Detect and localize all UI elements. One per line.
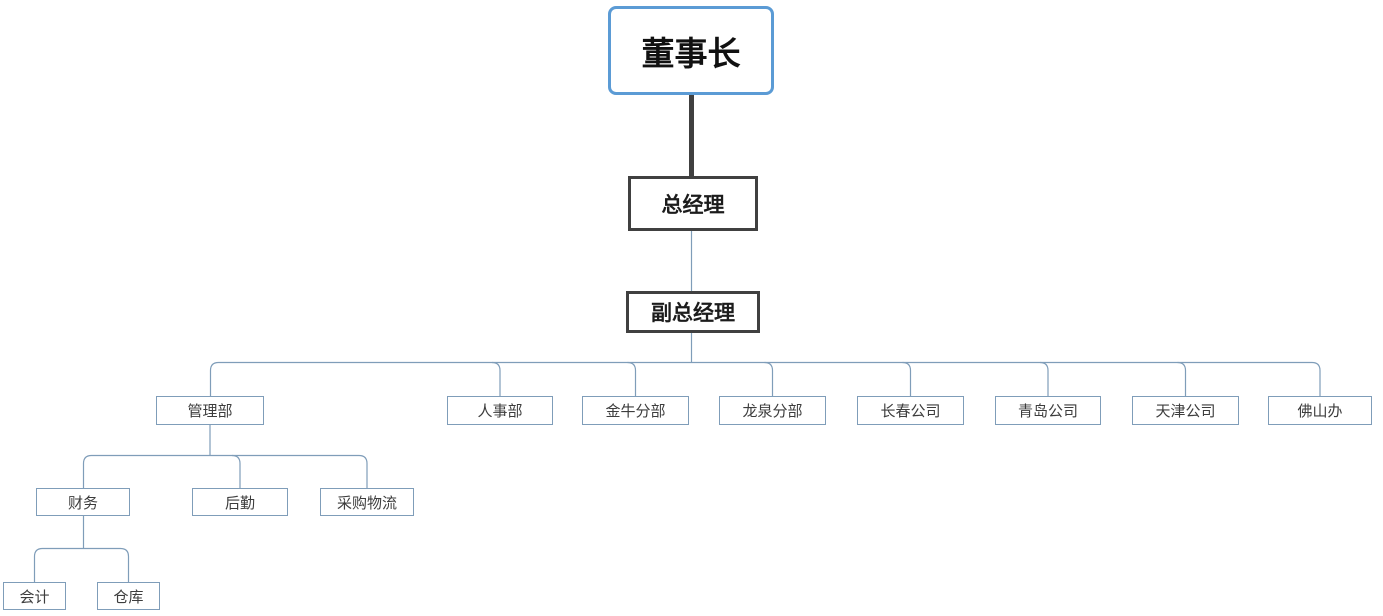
node-longquan-branch[interactable]: 龙泉分部	[719, 396, 826, 425]
node-management-dept[interactable]: 管理部	[156, 396, 264, 425]
node-changchun-company[interactable]: 长春公司	[857, 396, 964, 425]
connector-drop-changchun	[902, 361, 912, 396]
connector-drop-qingdao	[1039, 361, 1049, 396]
node-warehouse[interactable]: 仓库	[97, 582, 160, 610]
node-qingdao-company[interactable]: 青岛公司	[995, 396, 1101, 425]
node-foshan-office[interactable]: 佛山办	[1268, 396, 1372, 425]
node-chairman[interactable]: 董事长	[608, 6, 774, 95]
node-deputy-general-manager[interactable]: 副总经理	[626, 291, 760, 333]
connector-drop-tianjin	[1177, 361, 1187, 396]
node-finance[interactable]: 财务	[36, 488, 130, 516]
node-jinniu-branch[interactable]: 金牛分部	[582, 396, 689, 425]
node-tianjin-company[interactable]: 天津公司	[1132, 396, 1239, 425]
node-logistics[interactable]: 后勤	[192, 488, 288, 516]
connector-drop-jinniu	[627, 361, 637, 396]
node-hr-dept[interactable]: 人事部	[447, 396, 553, 425]
connector-bus-level4	[82, 454, 368, 488]
connector-drop-logistics	[231, 454, 241, 488]
connector-drop-longquan	[764, 361, 774, 396]
connector-drop-hr	[491, 361, 501, 396]
connector-bus-level3	[209, 361, 1321, 396]
node-general-manager[interactable]: 总经理	[628, 176, 758, 231]
connector-bus-level5	[33, 547, 130, 582]
node-procurement-logistics[interactable]: 采购物流	[320, 488, 414, 516]
node-accounting[interactable]: 会计	[3, 582, 66, 610]
